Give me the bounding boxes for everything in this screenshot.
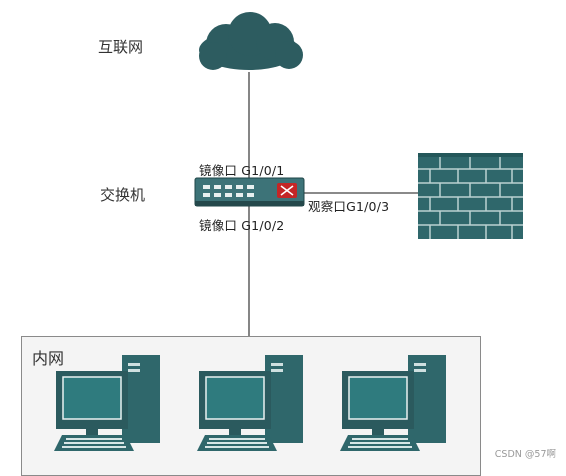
internet-label: 互联网 [98, 38, 144, 56]
computer-icon [54, 355, 160, 451]
port-observe-3-label: 观察口G1/0/3 [308, 199, 390, 214]
lan-label: 内网 [32, 349, 65, 368]
computer-icon [197, 355, 303, 451]
port-mirror-2-label: 镜像口 G1/0/2 [199, 218, 285, 233]
port-mirror-1-label: 镜像口 G1/0/1 [199, 163, 285, 178]
computer-icon [340, 355, 446, 451]
watermark: CSDN @57啊 [494, 449, 556, 460]
switch-label: 交换机 [100, 186, 146, 204]
